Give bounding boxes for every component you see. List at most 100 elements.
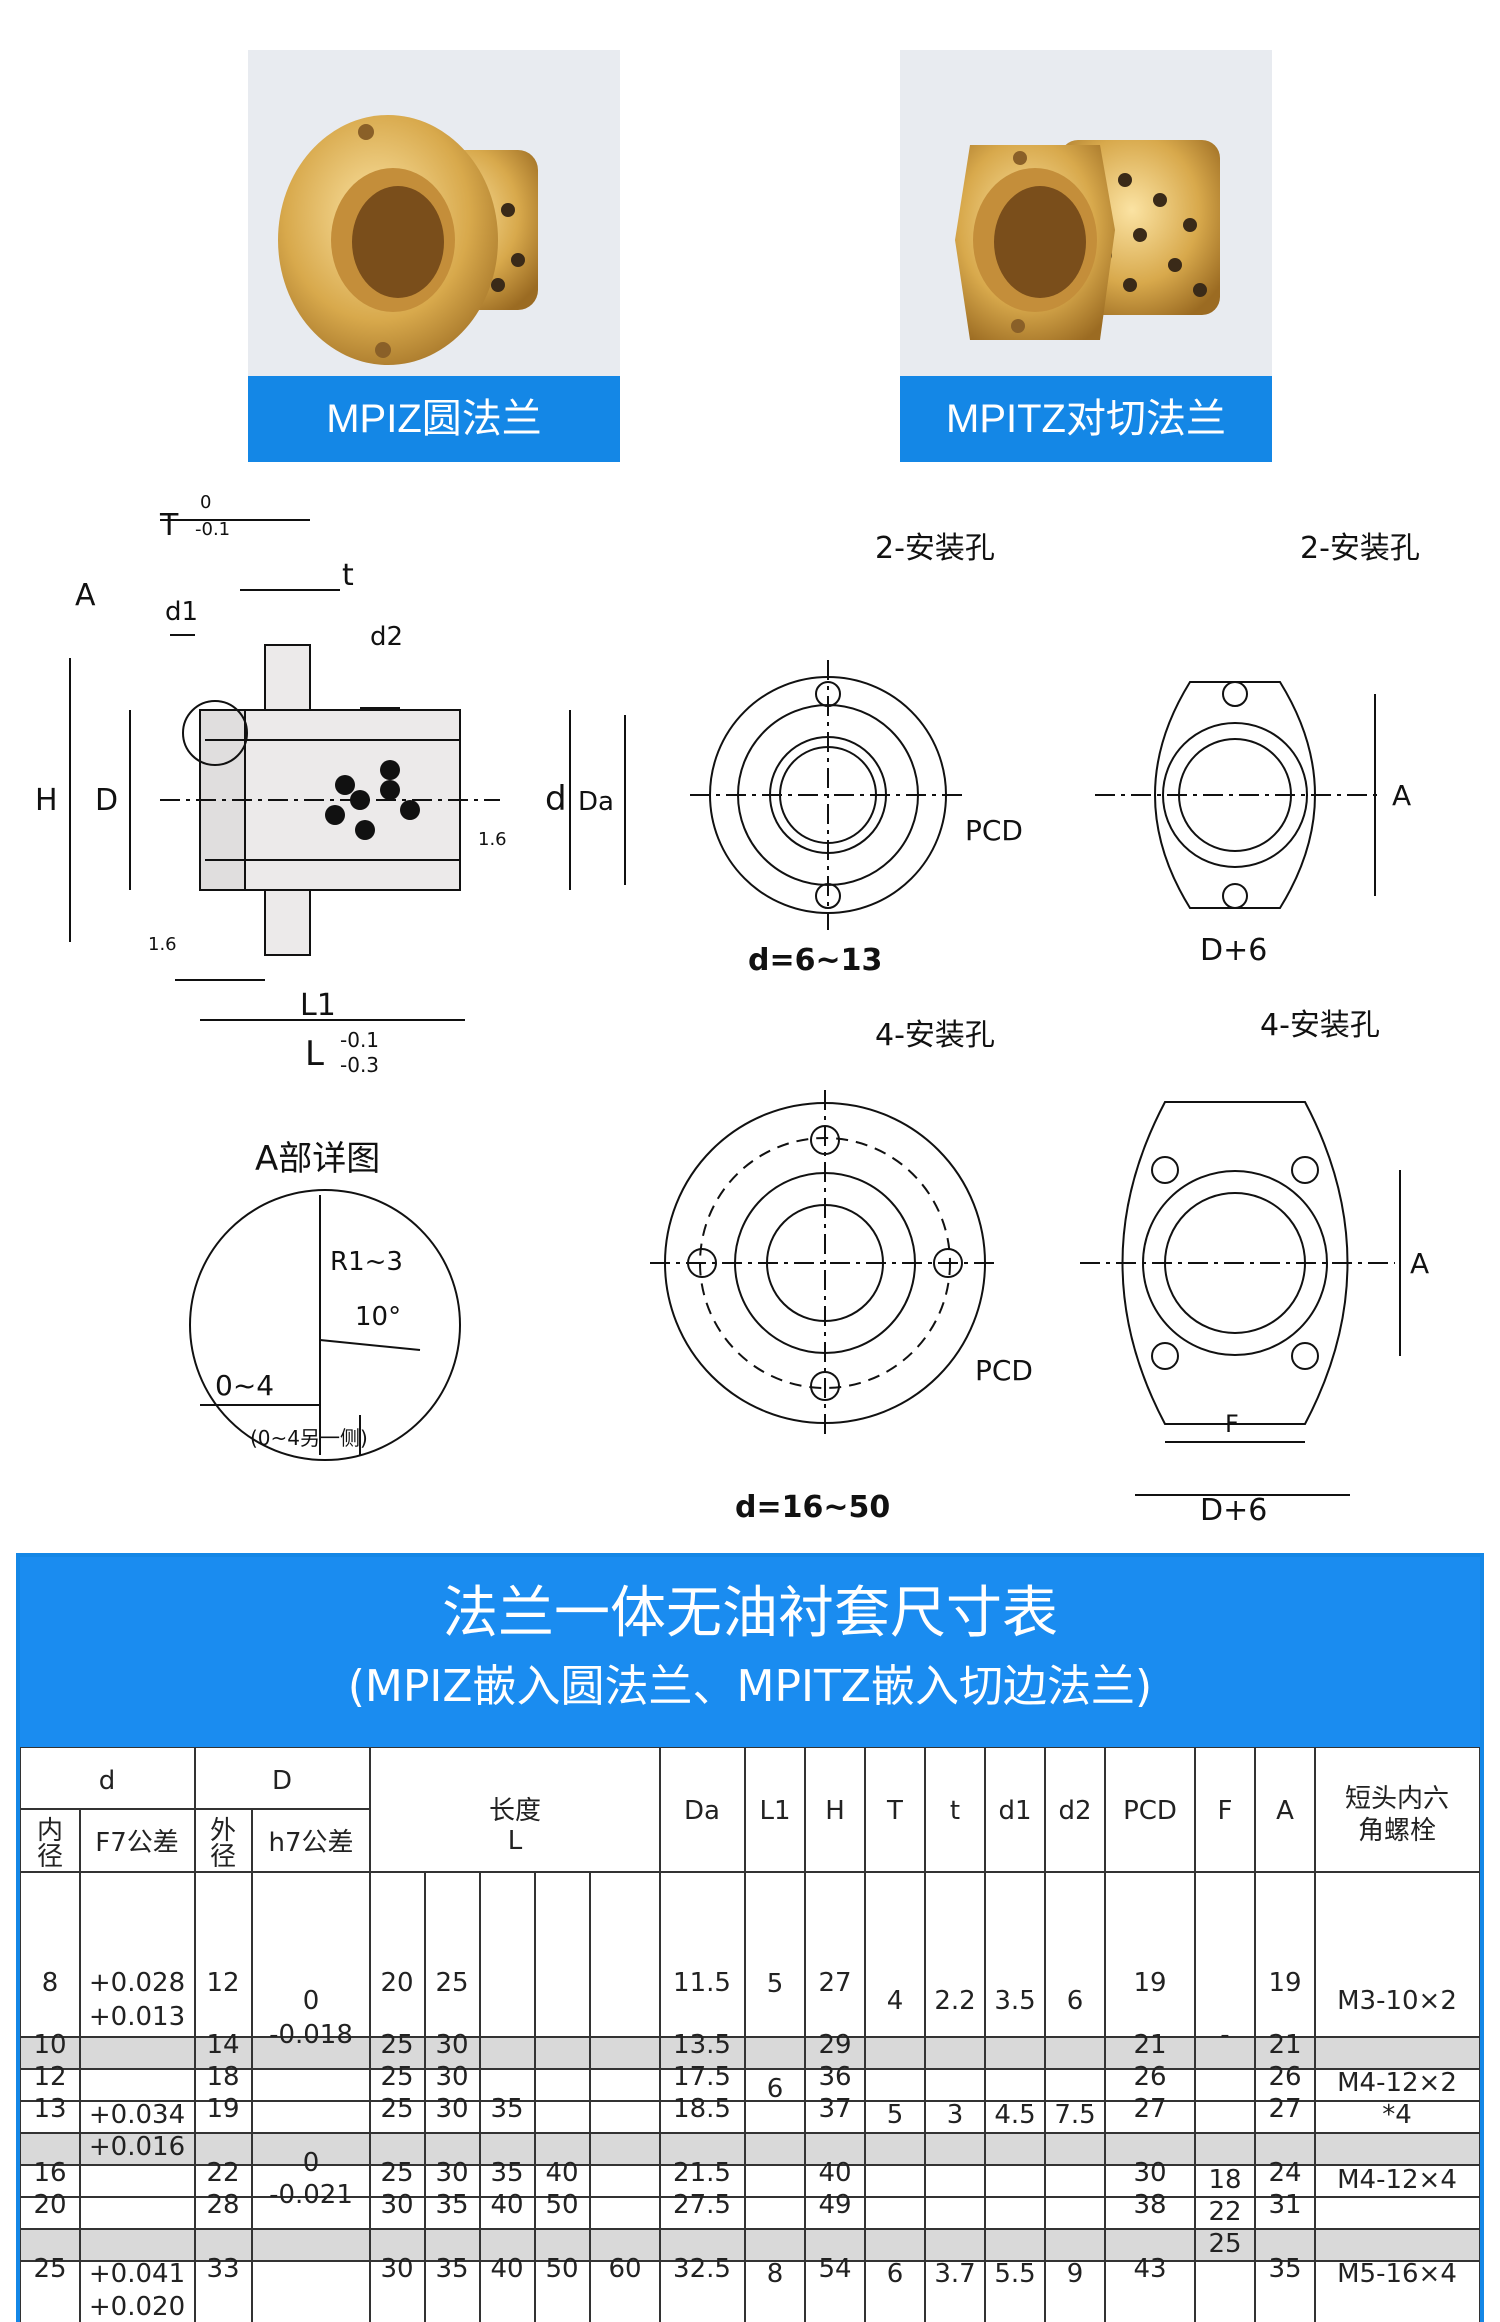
h7-a-lower: -0.018 (269, 2020, 353, 2050)
cell-da: 21.5 (673, 2158, 731, 2188)
detail-range: 0~4 (215, 1369, 274, 1402)
product-caption: MPITZ对切法兰 (900, 376, 1272, 462)
tol-L-lower: -0.3 (340, 1053, 379, 1077)
f7-c-lower: +0.020 (89, 2292, 185, 2322)
cell-h: 36 (818, 2062, 851, 2092)
label-H: H (35, 783, 58, 818)
cell-pcd: 19 (1133, 1968, 1166, 1998)
label-L: L (305, 1034, 324, 1074)
round-flange-bushing-image (248, 50, 620, 410)
roughness-2: 1.6 (148, 934, 177, 955)
t-a: 2.2 (934, 1986, 975, 2016)
cell-h: 49 (818, 2190, 851, 2220)
table-grid: d D 长度 L Da L1 H T t d1 d2 PCD F A 短头内六 … (20, 1747, 1480, 2322)
product-photo-mpiz: MPIZ圆法兰 (248, 50, 620, 462)
table-subtitle: (MPIZ嵌入圆法兰、MPITZ嵌入切边法兰) (347, 1661, 1153, 1712)
header-bolt: 短头内六 (1345, 1784, 1449, 1814)
F-c: 22 (1208, 2197, 1241, 2227)
roughness-1: 1.6 (478, 829, 507, 850)
range-large: d=16~50 (735, 1490, 890, 1525)
L1-c: 8 (767, 2259, 784, 2289)
cell-length: 30 (380, 2190, 413, 2220)
tol-L-upper: -0.1 (340, 1028, 379, 1052)
label-d1: d1 (165, 597, 198, 627)
cell-da: 11.5 (673, 1968, 731, 1998)
cell-length: 35 (435, 2190, 468, 2220)
label-t: t (342, 558, 354, 593)
d-plus-6-a: D+6 (1200, 933, 1267, 968)
label-A-right1: A (1392, 779, 1411, 812)
cell-da: 17.5 (673, 2062, 731, 2092)
header-d1: d1 (998, 1796, 1031, 1826)
d2-b: 7.5 (1054, 2100, 1095, 2130)
h7-b-upper: 0 (303, 2148, 320, 2178)
cell-pcd: 43 (1133, 2254, 1166, 2284)
header-outer-2: 径 (210, 1842, 236, 1872)
detail-note: (0~4另一侧) (250, 1426, 368, 1450)
cell-length: 50 (545, 2254, 578, 2284)
header-h7: h7公差 (268, 1828, 353, 1858)
cell-length: 25 (435, 1968, 468, 1998)
cell-length: 30 (435, 2094, 468, 2124)
header-f7: F7公差 (95, 1828, 179, 1858)
table-title: 法兰一体无油衬套尺寸表 (442, 1581, 1058, 1646)
cell-length: 25 (380, 2062, 413, 2092)
tol-T-lower: -0.1 (195, 519, 230, 540)
header-t: t (950, 1796, 960, 1826)
cell-h: 27 (818, 1968, 851, 1998)
label-Da: Da (578, 787, 614, 817)
cell-a: 31 (1268, 2190, 1301, 2220)
cell-d: 16 (33, 2158, 66, 2188)
L1-b: 6 (767, 2074, 784, 2104)
cell-d: 14 (206, 2030, 239, 2060)
L1-a: 5 (767, 1969, 784, 1999)
cell-length: 35 (490, 2094, 523, 2124)
dimension-table: 法兰一体无油衬套尺寸表 (MPIZ嵌入圆法兰、MPITZ嵌入切边法兰) (16, 1553, 1484, 2322)
holes-2-left: 2-安装孔 (875, 531, 995, 566)
cell-h: 29 (818, 2030, 851, 2060)
d1-c: 5.5 (994, 2259, 1035, 2289)
d-plus-6-b: D+6 (1200, 1493, 1267, 1528)
cell-pcd: 30 (1133, 2158, 1166, 2188)
cell-d: 18 (206, 2062, 239, 2092)
header-H: H (825, 1796, 845, 1826)
F-b: 18 (1208, 2165, 1241, 2195)
t-c: 3.7 (934, 2259, 975, 2289)
cell-d: 22 (206, 2158, 239, 2188)
label-d: d (545, 779, 567, 819)
bolt-d: M5-16×4 (1337, 2259, 1457, 2289)
graphite-plugs (325, 760, 420, 840)
F-d: 25 (1208, 2229, 1241, 2259)
header-bolt-2: 角螺栓 (1358, 1816, 1436, 1846)
cell-length: 40 (490, 2190, 523, 2220)
cell-d: 28 (206, 2190, 239, 2220)
cell-length: 20 (380, 1968, 413, 1998)
cell-a: 21 (1268, 2030, 1301, 2060)
cell-length: 40 (490, 2254, 523, 2284)
F-a: - (1220, 2020, 1229, 2050)
merged-cells: +0.028 +0.013 +0.034 +0.016 +0.041 +0.02… (89, 1968, 1457, 2322)
shaded-rows (20, 2037, 1480, 2261)
cell-length: 35 (435, 2254, 468, 2284)
header-inner: 内 (37, 1816, 63, 1846)
t-b: 3 (947, 2100, 964, 2130)
pcd-label-1: PCD (965, 814, 1023, 847)
header-D: D (272, 1766, 292, 1796)
cell-length: 30 (435, 2158, 468, 2188)
holes-2-right: 2-安装孔 (1300, 531, 1420, 566)
holes-4-right: 4-安装孔 (1260, 1008, 1380, 1043)
d1-a: 3.5 (994, 1986, 1035, 2016)
f7-c-upper: +0.041 (89, 2259, 185, 2289)
cell-length: 35 (490, 2158, 523, 2188)
cell-d: 25 (33, 2254, 66, 2284)
cell-a: 35 (1268, 2254, 1301, 2284)
cell-pcd: 38 (1133, 2190, 1166, 2220)
cell-da: 32.5 (673, 2254, 731, 2284)
cut-flange-bushing-image (900, 50, 1272, 410)
cell-d: 8 (42, 1968, 59, 1998)
cell-length: 50 (545, 2190, 578, 2220)
header-PCD: PCD (1123, 1796, 1177, 1826)
cell-pcd: 26 (1133, 2062, 1166, 2092)
label-A-section: A (75, 578, 96, 613)
